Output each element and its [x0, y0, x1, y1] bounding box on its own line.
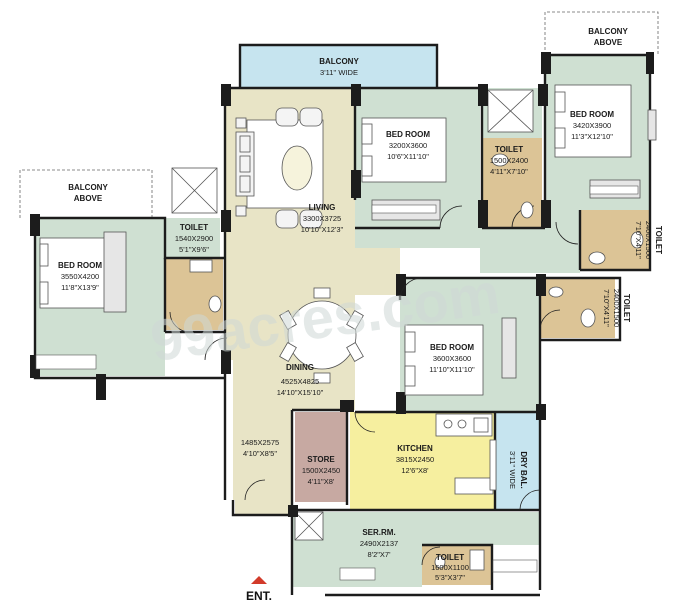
right-corridor-floor — [480, 228, 580, 273]
store-name: STORE — [307, 455, 335, 464]
servant-room-corr — [422, 512, 540, 545]
wardrobe-left-area — [165, 218, 220, 258]
balcony-top-floor — [240, 45, 437, 88]
label-bedroom-mid: BED ROOM 3200X3600 10'6"X11'10" — [386, 130, 430, 161]
toilet-mid-dim-mm: 1500X2400 — [490, 156, 528, 165]
walls — [33, 43, 652, 597]
label-toilet-left: TOILET 1540X2900 5'1"X9'6" — [175, 223, 213, 254]
bedroom-right-name: BED ROOM — [570, 110, 614, 119]
bedroom-left-dim-ft: 11'8"X13'9" — [61, 283, 99, 292]
bedroom-mid-name: BED ROOM — [386, 130, 430, 139]
label-balcony-above-left: BALCONY ABOVE — [68, 183, 108, 203]
label-dry-balcony: DRY BAL. 3'11'' WIDE — [508, 451, 528, 489]
kitchen-counters — [435, 413, 497, 495]
left-passage-floor — [225, 300, 235, 360]
label-servant-room: SER.RM. 2490X2137 8'2"X7' — [360, 528, 398, 559]
balcony-top-dim: 3'11'' WIDE — [320, 68, 358, 77]
bedroom-mid-dim-ft: 10'6"X11'10" — [387, 152, 429, 161]
bed-right — [554, 84, 657, 199]
bedroom-mid-annex — [355, 228, 480, 248]
bed-left — [39, 231, 127, 313]
label-toilet-right-a: TOILET 2400X1500 7'10"X4'11" — [634, 221, 663, 259]
bedroom-right-dim-mm: 3420X3900 — [573, 121, 611, 130]
label-toilet-servant: TOILET 1600X1100 5'3"X3'7" — [431, 553, 469, 582]
entrance-arrow-icon — [251, 576, 267, 584]
dry-balcony-name: DRY BAL. — [519, 451, 528, 488]
bedroom-lower-name: BED ROOM — [430, 343, 474, 352]
toilet-right-b-name: TOILET — [622, 294, 631, 322]
kitchen-dim-ft: 12'6"X8' — [401, 466, 429, 475]
store-dim-mm: 1500X2450 — [302, 466, 340, 475]
label-dining: DINING 4525X4825 14'10"X15'10" — [277, 363, 324, 397]
sanitary-fixtures — [189, 153, 644, 571]
balcony-above-right-sub: ABOVE — [594, 38, 623, 47]
servant-room-name: SER.RM. — [362, 528, 395, 537]
bedroom-right-dim-ft: 11'3"X12'10" — [571, 132, 613, 141]
label-bedroom-right: BED ROOM 3420X3900 11'3"X12'10" — [570, 110, 614, 141]
servant-room-dim-mm: 2490X2137 — [360, 539, 398, 548]
toilet-right-a-dim-ft: 7'10"X4'11" — [634, 221, 643, 259]
balcony-above-right-outline — [544, 11, 659, 55]
passage-dim-ft: 4'10"X8'5" — [243, 449, 277, 458]
store-dim-ft: 4'11"X8' — [308, 477, 335, 486]
toilet-mid-name: TOILET — [495, 145, 523, 154]
balcony-above-left-sub: ABOVE — [74, 194, 103, 203]
columns — [30, 52, 654, 517]
dry-balcony-dim: 3'11'' WIDE — [508, 451, 517, 489]
living-dim-mm: 3300X3725 — [303, 214, 341, 223]
bed-lower — [404, 317, 517, 396]
label-living: LIVING 3300X3725 10'10"X12'3" — [301, 203, 344, 234]
label-bedroom-lower: BED ROOM 3600X3600 11'10"X11'10" — [429, 343, 475, 374]
toilet-left-dim-mm: 1540X2900 — [175, 234, 213, 243]
balcony-above-left-name: BALCONY — [68, 183, 108, 192]
dry-balcony-floor — [495, 412, 540, 510]
dining-dim-ft: 14'10"X15'10" — [277, 388, 324, 397]
living-name: LIVING — [309, 203, 336, 212]
toilet-right-a-name: TOILET — [654, 226, 663, 254]
dining-dim-mm: 4525X4825 — [281, 377, 319, 386]
toilet-right-b-dim-ft: 7'10"X4'11" — [602, 289, 611, 327]
living-dim-ft: 10'10"X12'3" — [301, 225, 344, 234]
toilet-servant-dim-mm: 1600X1100 — [431, 563, 469, 572]
balcony-top-name: BALCONY — [319, 57, 359, 66]
kitchen-name: KITCHEN — [397, 444, 433, 453]
living-sofa-set — [235, 107, 324, 229]
wardrobes — [35, 185, 639, 581]
entrance-label: ENT. — [246, 589, 272, 603]
toilet-left-name: TOILET — [180, 223, 208, 232]
label-balcony-above-right: BALCONY ABOVE — [588, 27, 628, 47]
toilet-servant-name: TOILET — [436, 553, 464, 562]
servant-room-dim-ft: 8'2"X7' — [367, 550, 391, 559]
toilet-mid-dim-ft: 4'11"X7'10" — [490, 167, 528, 176]
label-kitchen: KITCHEN 3815X2450 12'6"X8' — [396, 444, 434, 475]
toilet-right-a-dim-mm: 2400X1500 — [644, 221, 653, 259]
dining-table-set — [279, 287, 364, 384]
bedroom-left-dim-mm: 3550X4200 — [61, 272, 99, 281]
label-toilet-right-b: TOILET 2400X1500 7'10"X4'11" — [602, 289, 631, 327]
toilet-servant-dim-ft: 5'3"X3'7" — [435, 573, 465, 582]
bedroom-left-name: BED ROOM — [58, 261, 102, 270]
entrance-lobby-floor — [235, 500, 292, 515]
bedroom-lower-dim-mm: 3600X3600 — [433, 354, 471, 363]
label-passage: 1485X2575 4'10"X8'5" — [241, 438, 279, 458]
passage-dim-mm: 1485X2575 — [241, 438, 279, 447]
balcony-above-right-name: BALCONY — [588, 27, 628, 36]
toilet-right-b-dim-mm: 2400X1500 — [612, 289, 621, 327]
bedroom-lower-dim-ft: 11'10"X11'10" — [429, 365, 475, 374]
label-toilet-mid: TOILET 1500X2400 4'11"X7'10" — [490, 145, 528, 176]
dining-name: DINING — [286, 363, 314, 372]
label-bedroom-left: BED ROOM 3550X4200 11'8"X13'9" — [58, 261, 102, 292]
store-floor — [295, 412, 347, 502]
kitchen-dim-mm: 3815X2450 — [396, 455, 434, 464]
label-store: STORE 1500X2450 4'11"X8' — [302, 455, 340, 486]
toilet-left-dim-ft: 5'1"X9'6" — [179, 245, 209, 254]
label-balcony-top: BALCONY 3'11'' WIDE — [319, 57, 359, 77]
bedroom-mid-dim-mm: 3200X3600 — [389, 141, 427, 150]
